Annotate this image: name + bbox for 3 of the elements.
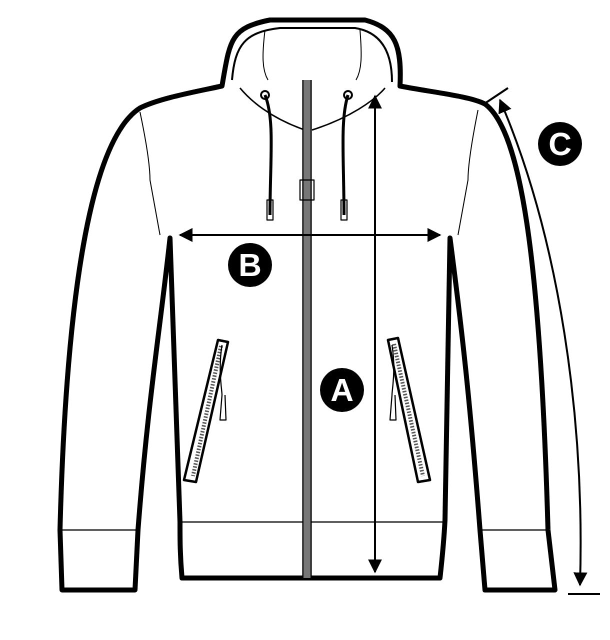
- callout-letter: C: [538, 122, 582, 166]
- callout-letter: A: [320, 368, 364, 412]
- callout-letter: B: [228, 243, 272, 287]
